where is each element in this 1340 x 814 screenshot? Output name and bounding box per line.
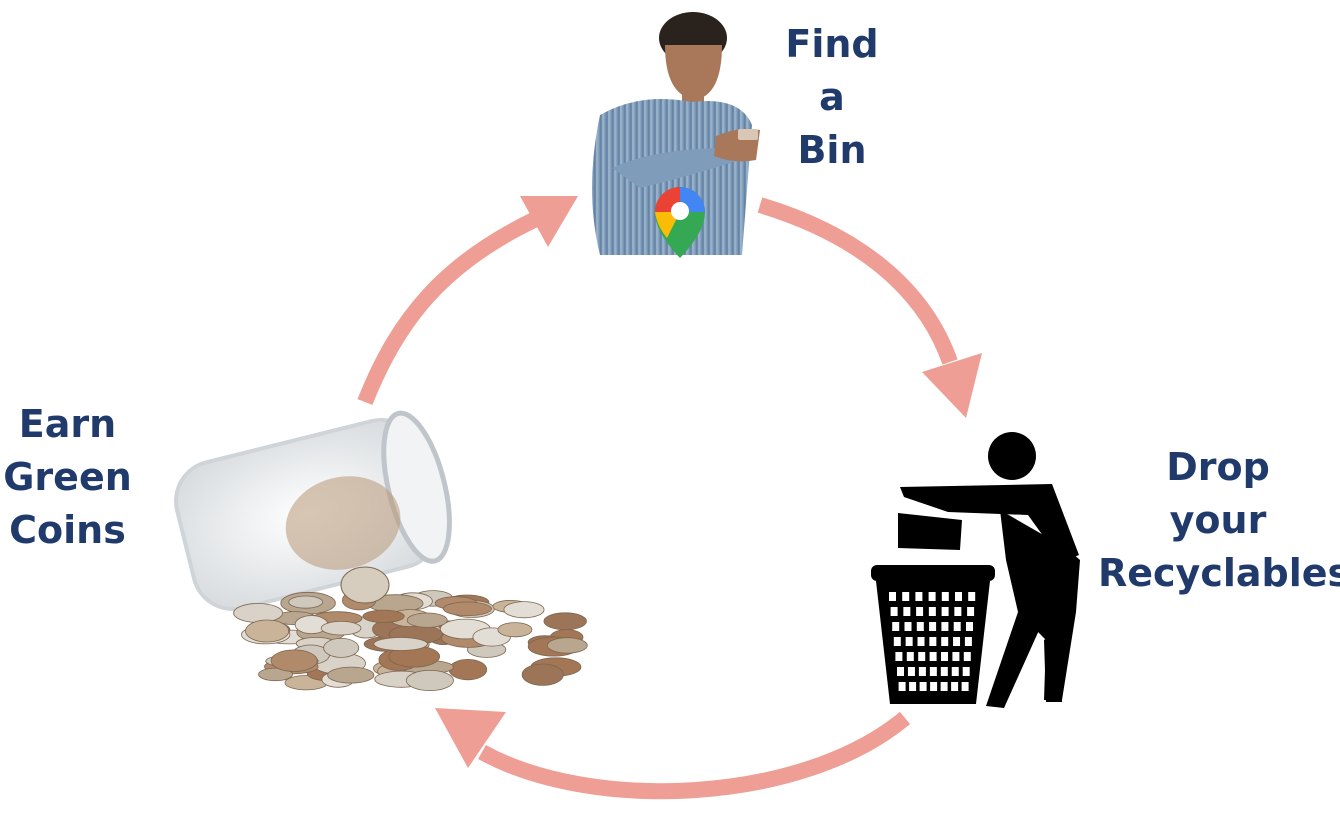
step-line: Find	[785, 22, 879, 66]
step-line: Green	[3, 455, 132, 499]
trash-bin-grid	[889, 592, 976, 691]
map-pin-icon	[655, 187, 705, 258]
step-line: your	[1169, 498, 1267, 542]
step-line: Earn	[18, 402, 117, 446]
arrow-drop-to-earn	[435, 708, 911, 800]
trash-bin-icon	[871, 432, 1080, 708]
cycle-arrows	[357, 196, 982, 800]
step-label-drop-recyclables: Drop your Recyclables	[1098, 441, 1340, 600]
step-line: Coins	[9, 508, 126, 552]
step-label-find-bin: Find a Bin	[772, 18, 892, 177]
step-line: Drop	[1166, 445, 1270, 489]
step-line: Bin	[797, 128, 867, 172]
coin-pile	[233, 566, 588, 692]
arrow-find-to-drop	[757, 197, 982, 418]
arrow-earn-to-find	[357, 196, 578, 405]
coin-jar-image	[173, 410, 588, 692]
step-label-earn-coins: Earn Green Coins	[0, 398, 135, 557]
step-line: a	[819, 75, 845, 119]
person-with-phone-image	[592, 12, 760, 258]
step-line: Recyclables	[1098, 551, 1340, 595]
